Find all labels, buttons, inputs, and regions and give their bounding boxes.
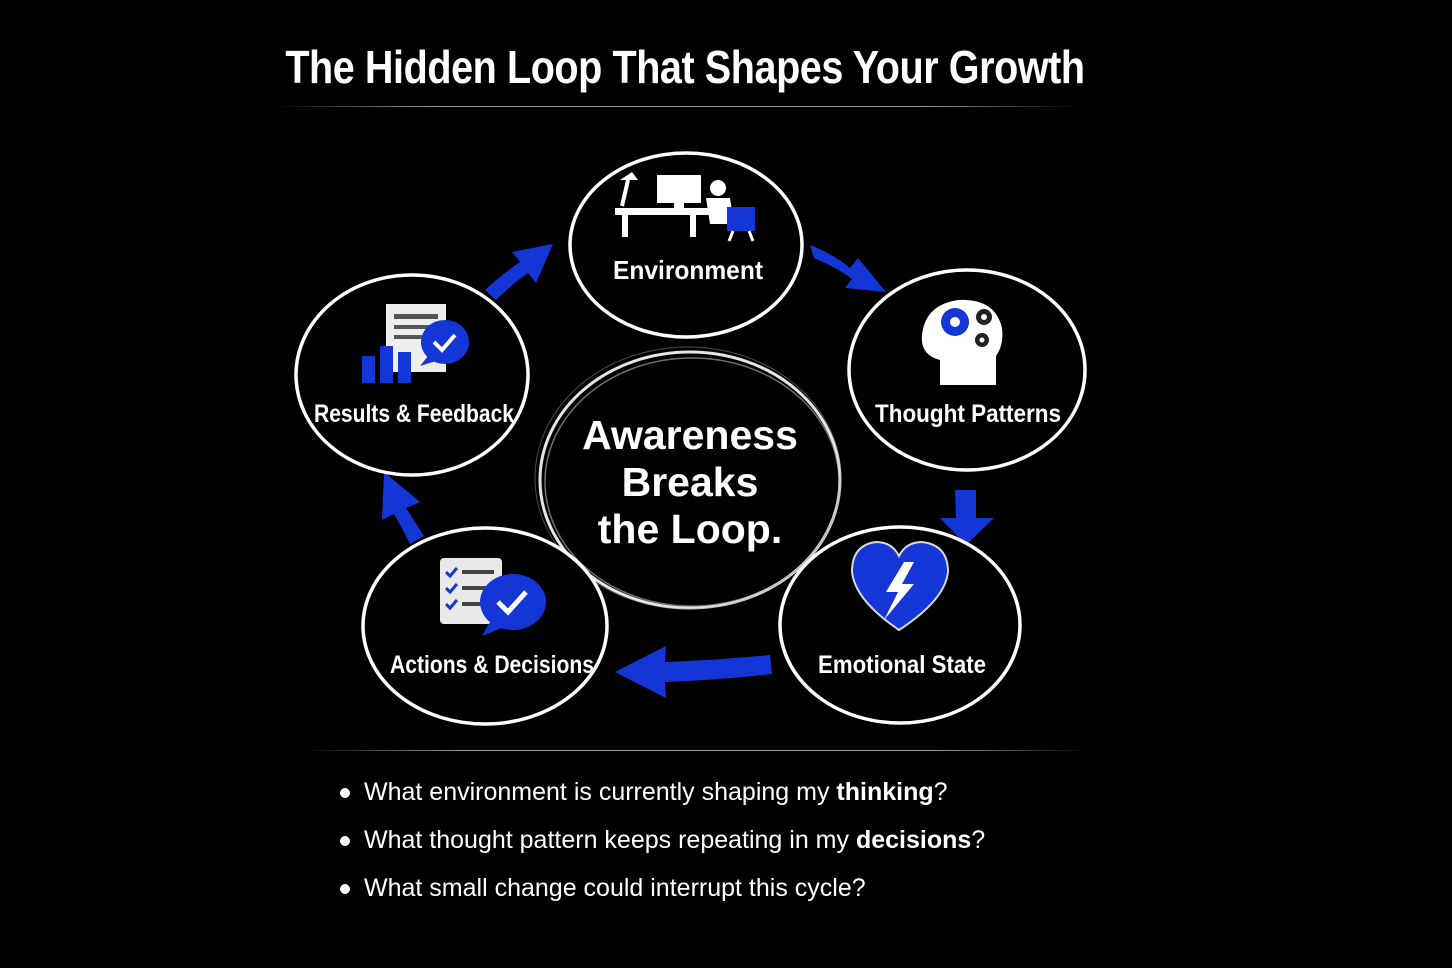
title-divider [275,106,1080,107]
questions-divider [305,750,1090,751]
node-actions-decisions: Actions & Decisions [361,526,609,726]
center-message: Awareness Breaks the Loop. [560,412,820,553]
head-gears-icon [921,299,1003,385]
node-thought-patterns: Thought Patterns [847,268,1087,472]
node-emotional-state: Emotional State [778,525,1022,725]
node-label-emotional-state: Emotional State [818,651,986,679]
report-chart-check-icon [362,304,469,383]
question-item: What small change could interrupt this c… [340,866,985,914]
arrow-thoughts-to-emotion [940,490,994,545]
center-circle [534,346,842,610]
reflection-questions: What environment is currently shaping my… [340,770,985,914]
node-label-environment: Environment [613,255,763,285]
heart-lightning-icon [850,540,950,632]
node-results-feedback: Results & Feedback [294,273,530,477]
node-label-thought-patterns: Thought Patterns [875,400,1061,428]
question-item: What thought pattern keeps repeating in … [340,818,985,866]
center-line-1: Awareness [582,412,798,458]
arrow-environment-to-thoughts [810,245,886,292]
arrow-emotion-to-actions [615,646,772,698]
node-label-results-feedback: Results & Feedback [314,400,514,428]
page-title: The Hidden Loop That Shapes Your Growth [285,41,1085,93]
desk-workspace-icon [615,172,755,242]
center-line-2: Breaks [621,459,759,505]
checklist-check-icon [440,558,546,636]
question-item: What environment is currently shaping my… [340,770,985,818]
arrow-results-to-environment [485,244,553,300]
node-environment: Environment [568,151,804,339]
node-label-actions-decisions: Actions & Decisions [390,651,594,679]
center-line-3: the Loop. [597,506,783,552]
arrow-actions-to-results [382,472,424,544]
